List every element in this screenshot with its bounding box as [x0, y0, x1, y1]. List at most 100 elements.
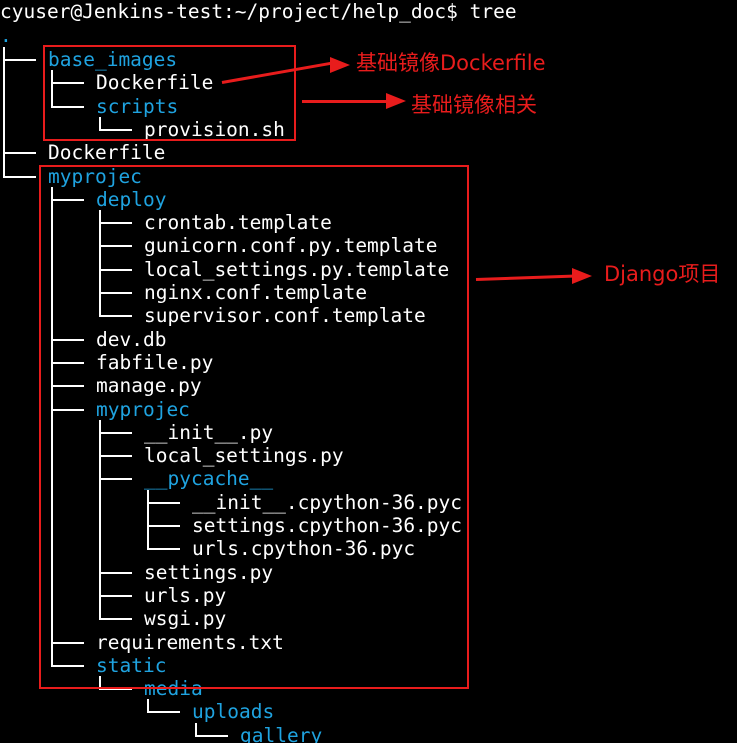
file-name: __init__.py	[144, 420, 274, 444]
tree-file-row: __init__.cpython-36.pyc	[0, 489, 463, 516]
annotation-base-related: 基础镜像相关	[411, 93, 537, 117]
tree-file-row: local_settings.py.template	[0, 256, 450, 283]
tree-guide-bar	[48, 210, 96, 237]
tree-guide-bar	[48, 443, 96, 470]
tree-guide-bar	[48, 303, 96, 330]
tree-guide-bar	[96, 513, 144, 539]
file-name: fabfile.py	[96, 350, 214, 374]
directory-name: __pycache__	[144, 467, 274, 491]
tree-guide-bar	[48, 536, 96, 563]
tree-file-row: provision.sh	[0, 116, 285, 143]
file-name: gunicorn.conf.py.template	[144, 234, 438, 258]
tree-directory-row: uploads	[0, 699, 274, 724]
tree-directory-row: deploy	[0, 186, 167, 213]
tree-guide-bar	[48, 419, 96, 446]
tree-guide-tee	[96, 256, 144, 283]
tree-guide-tee	[96, 559, 144, 586]
tree-guide-tee	[96, 233, 144, 260]
file-name: local_settings.py	[144, 444, 344, 468]
tree-guide-space	[48, 724, 96, 743]
file-name: urls.py	[144, 583, 227, 607]
tree-root: .	[0, 24, 12, 47]
tree-guide-tee	[48, 396, 96, 423]
highlight-box-base-images	[43, 45, 296, 141]
tree-file-row: fabfile.py	[0, 349, 214, 376]
tree-guide-tee	[48, 186, 96, 213]
tree-directory-row: myprojec	[0, 396, 190, 423]
directory-name: deploy	[96, 187, 167, 211]
directory-name: static	[96, 653, 167, 677]
tree-guide-tee	[96, 466, 144, 493]
tree-file-row: requirements.txt	[0, 629, 284, 656]
tree-directory-row: base_images	[0, 47, 177, 73]
file-name: settings.cpython-36.pyc	[192, 514, 463, 537]
file-name: provision.sh	[144, 117, 285, 141]
tree-guide-corner	[96, 303, 144, 328]
tree-file-row: gunicorn.conf.py.template	[0, 233, 438, 260]
file-name: urls.cpython-36.pyc	[192, 537, 416, 561]
file-name: settings.py	[144, 560, 274, 584]
tree-guide-corner	[0, 163, 48, 189]
tree-guide-tee	[96, 210, 144, 237]
tree-file-row: urls.cpython-36.pyc	[0, 536, 416, 563]
tree-guide-bar	[48, 233, 96, 260]
tree-guide-space	[96, 724, 144, 743]
tree-directory-row: gallery	[0, 722, 322, 743]
file-name: Dockerfile	[96, 71, 214, 95]
tree-guide-space	[0, 724, 48, 743]
tree-guide-corner	[96, 606, 144, 631]
file-name: local_settings.py.template	[144, 257, 450, 281]
file-name: requirements.txt	[96, 630, 284, 654]
tree-guide-bar	[0, 93, 48, 120]
tree-guide-bar	[48, 513, 96, 539]
tree-file-row: urls.py	[0, 582, 227, 609]
tree-guide-bar	[48, 559, 96, 586]
arrow-dockerfile-head	[330, 57, 350, 73]
tree-guide-tee	[48, 629, 96, 656]
tree-file-row: crontab.template	[0, 210, 332, 237]
file-name: wsgi.py	[144, 607, 227, 631]
arrow-scripts-head	[386, 93, 406, 109]
tree-file-row: local_settings.py	[0, 443, 344, 470]
directory-name: myprojec	[48, 164, 142, 188]
file-name: dev.db	[96, 327, 167, 351]
tree-guide-space	[48, 700, 96, 724]
tree-directory-row: myprojec	[0, 163, 142, 189]
file-name: nginx.conf.template	[144, 281, 368, 304]
tree-guide-bar	[48, 489, 96, 516]
tree-file-row: nginx.conf.template	[0, 280, 368, 306]
tree-guide-tee	[0, 47, 48, 73]
tree-guide-corner	[48, 652, 96, 678]
tree-guide-tee	[48, 373, 96, 400]
tree-guide-tee	[96, 443, 144, 470]
directory-name: myprojec	[96, 397, 190, 421]
tree-file-row: manage.py	[0, 373, 202, 400]
tree-guide-bar	[48, 582, 96, 609]
tree-guide-bar	[48, 606, 96, 633]
shell-prompt: cyuser@Jenkins-test:~/project/help_doc$ …	[0, 0, 517, 23]
file-name: Dockerfile	[48, 141, 166, 165]
tree-file-row: dev.db	[0, 326, 167, 353]
tree-directory-row: scripts	[0, 93, 178, 120]
tree-guide-tee	[96, 419, 144, 446]
tree-directory-row: __pycache__	[0, 466, 274, 493]
tree-guide-tee	[96, 582, 144, 609]
tree-guide-tee	[144, 513, 192, 539]
tree-file-row: settings.py	[0, 559, 274, 586]
highlight-box-django-project	[39, 165, 469, 689]
tree-file-row: supervisor.conf.template	[0, 303, 426, 330]
file-name: supervisor.conf.template	[144, 304, 426, 328]
annotation-base-dockerfile: 基础镜像Dockerfile	[356, 51, 546, 75]
tree-guide-tee	[144, 489, 192, 516]
file-name: __init__.cpython-36.pyc	[192, 490, 463, 514]
tree-guide-corner	[96, 116, 144, 142]
tree-file-row: __init__.py	[0, 419, 274, 446]
arrow-django-shaft	[475, 274, 576, 281]
tree-file-row: wsgi.py	[0, 606, 227, 633]
file-name: crontab.template	[144, 211, 332, 235]
arrow-scripts-shaft	[302, 100, 390, 103]
tree-guide-corner	[48, 93, 96, 119]
tree-guide-bar	[0, 116, 48, 143]
tree-guide-tee	[96, 280, 144, 306]
